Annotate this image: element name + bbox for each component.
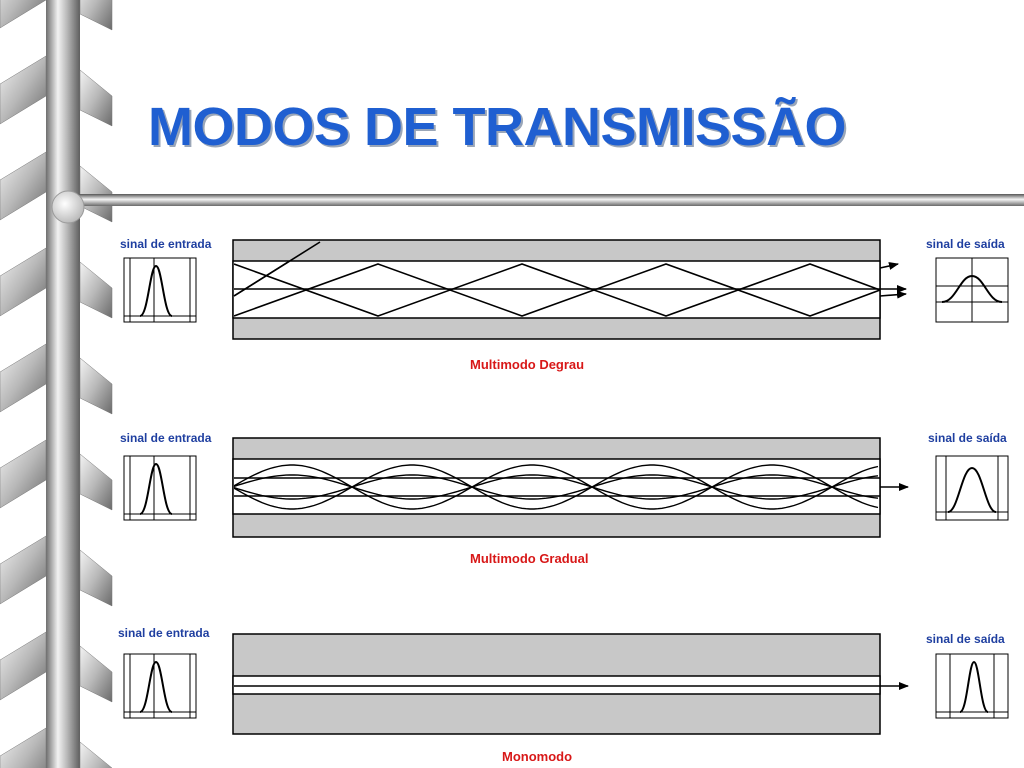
input-pulse-graph [123,653,197,719]
output-pulse-graph [935,257,1009,323]
fiber-single-mode: sinal de entrada sinal de saída Monomodo [118,626,1009,764]
spiral-binding-decoration [0,0,113,768]
output-pulse-graph [935,653,1009,719]
core [232,675,881,695]
slide-title: MODOS DE TRANSMISSÃO [148,97,847,157]
fiber-name: Multimodo Gradual [470,551,588,566]
core [232,458,881,515]
input-pulse-graph [123,455,197,521]
fiber-name: Multimodo Degrau [470,357,584,372]
output-label: sinal de saída [928,431,1007,445]
fiber-step-index: sinal de entrada sinal de saída [120,237,1009,372]
fiber-graded-index: sinal de entrada sinal de saída Multimod… [120,431,1009,566]
input-pulse-graph [123,257,197,323]
fiber-name: Monomodo [502,749,572,764]
input-label: sinal de entrada [120,237,212,251]
title-underline-bar [51,190,1024,224]
light-rays [234,464,909,510]
output-label: sinal de saída [926,632,1005,646]
output-label: sinal de saída [926,237,1005,251]
light-rays [233,241,907,317]
input-label: sinal de entrada [118,626,210,640]
input-label: sinal de entrada [120,431,212,445]
output-pulse-graph [935,455,1009,521]
